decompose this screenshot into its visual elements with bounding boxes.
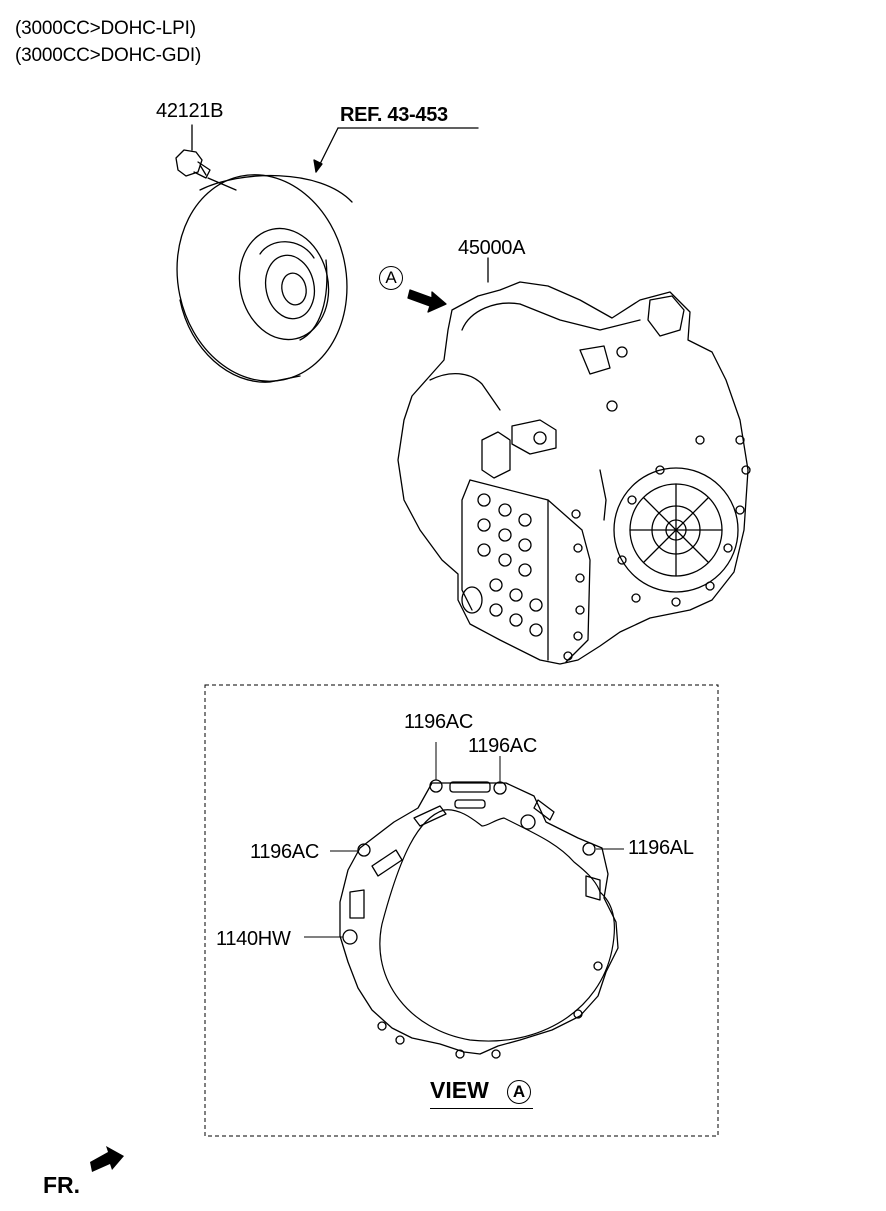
torque-converter-illustration <box>176 174 353 383</box>
front-label: FR. <box>43 1172 81 1198</box>
label-45000a[interactable]: 45000A <box>458 237 526 259</box>
label-1196ac-top-right[interactable]: 1196AC <box>468 735 537 757</box>
view-a-marker: A <box>379 266 403 290</box>
bolt-42121b-illustration <box>175 124 211 179</box>
label-1140hw[interactable]: 1140HW <box>216 928 291 950</box>
label-42121b[interactable]: 42121B <box>156 100 224 122</box>
view-a-arrow-icon <box>407 289 447 313</box>
label-1196al[interactable]: 1196AL <box>628 837 694 859</box>
variant-label-lpi: (3000CC>DOHC-LPI) <box>15 18 196 39</box>
bolt-leader-line <box>207 177 237 191</box>
variant-label-gdi: (3000CC>DOHC-GDI) <box>15 45 202 66</box>
view-caption-marker: A <box>507 1080 531 1104</box>
label-1196ac-top-left[interactable]: 1196AC <box>404 711 473 733</box>
label-1196ac-left[interactable]: 1196AC <box>250 841 319 863</box>
front-direction-arrow-icon <box>90 1146 124 1172</box>
view-label: VIEW <box>430 1077 489 1103</box>
label-ref-43-453[interactable]: REF. 43-453 <box>340 104 448 126</box>
view-a-detail-frame <box>204 684 719 1137</box>
view-a-caption: VIEW A <box>430 1077 533 1109</box>
gasket-plate-illustration <box>339 779 619 1059</box>
transaxle-assembly-illustration <box>397 281 751 665</box>
